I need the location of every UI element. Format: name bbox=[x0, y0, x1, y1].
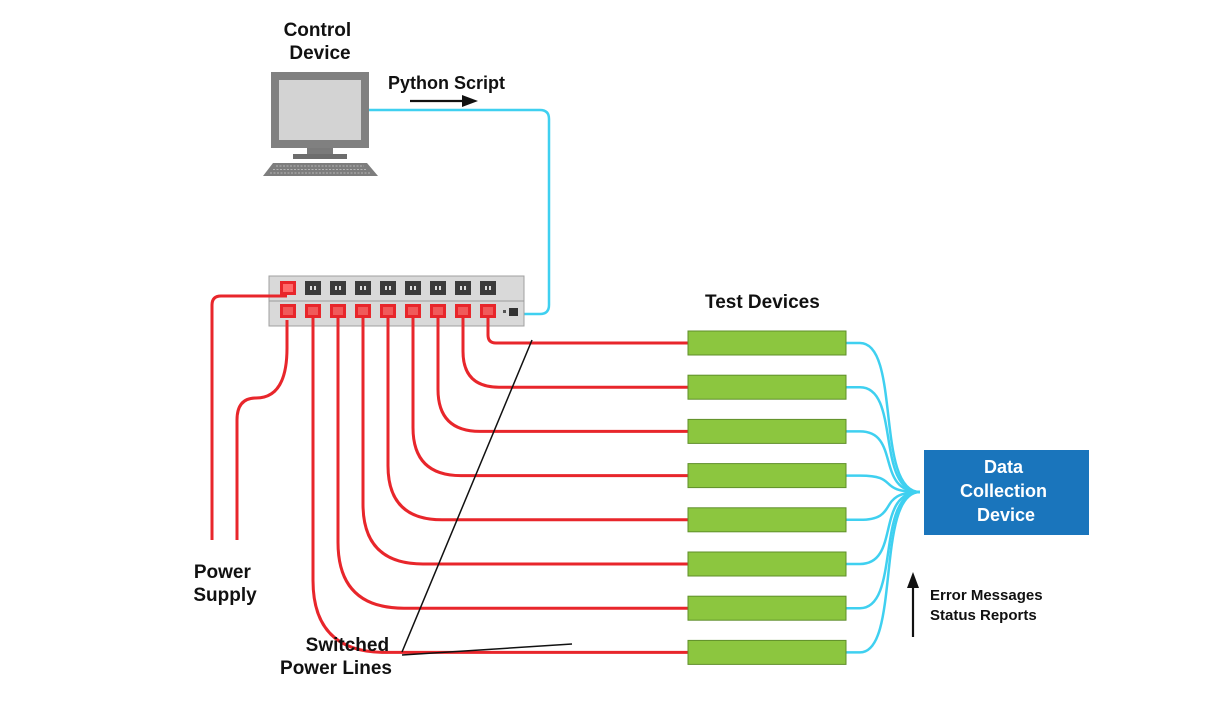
network-port bbox=[509, 308, 518, 316]
switched-power-lines bbox=[311, 318, 688, 654]
unswitched-outlet bbox=[380, 281, 396, 295]
switched-power-line bbox=[461, 318, 688, 389]
monitor-base bbox=[293, 154, 347, 159]
test-device-data-line bbox=[846, 490, 921, 610]
outlet-slot bbox=[460, 286, 462, 290]
error-messages-label: Error Messages bbox=[930, 587, 1043, 604]
control-device-label: Control Device bbox=[284, 20, 357, 64]
test-device-data-line bbox=[846, 490, 921, 654]
python-script-label: Python Script bbox=[388, 73, 505, 93]
test-device bbox=[687, 463, 847, 489]
power-supply-label: Power Supply bbox=[193, 562, 257, 606]
outlet-slot bbox=[314, 286, 316, 290]
unswitched-outlet bbox=[430, 281, 446, 295]
test-device bbox=[687, 330, 847, 356]
plug-face bbox=[333, 307, 343, 315]
outlet-slot bbox=[439, 286, 441, 290]
plug-face bbox=[483, 307, 493, 315]
unswitched-outlet bbox=[330, 281, 346, 295]
network-port-led bbox=[503, 310, 506, 313]
outlet-slot bbox=[414, 286, 416, 290]
outlet-slot bbox=[335, 286, 337, 290]
outlet-slot bbox=[310, 286, 312, 290]
status-reports-label: Status Reports bbox=[930, 607, 1037, 624]
outlet-slot bbox=[410, 286, 412, 290]
plug-face bbox=[408, 307, 418, 315]
unswitched-outlet bbox=[405, 281, 421, 295]
test-device bbox=[687, 595, 847, 621]
power-strip-outlets bbox=[280, 281, 496, 318]
test-device bbox=[687, 639, 847, 665]
switched-power-line bbox=[386, 318, 688, 522]
switched-power-lines-label: Switched Power Lines bbox=[280, 635, 394, 679]
test-device-data-line bbox=[846, 490, 921, 566]
keyboard-keys bbox=[270, 165, 370, 174]
monitor-stand bbox=[307, 148, 333, 154]
test-device-data-line bbox=[846, 385, 921, 494]
outlet-slot bbox=[339, 286, 341, 290]
switched-power-line bbox=[361, 318, 688, 566]
outlet-slot bbox=[364, 286, 366, 290]
plug-face bbox=[358, 307, 368, 315]
switched-power-line bbox=[336, 318, 688, 610]
leader-line-bottom bbox=[401, 643, 573, 656]
switched-power-line bbox=[436, 318, 688, 433]
power-supply-cable-out bbox=[235, 320, 289, 540]
test-device bbox=[687, 418, 847, 444]
plug-face bbox=[308, 307, 318, 315]
outlet-slot bbox=[464, 286, 466, 290]
unswitched-outlet bbox=[305, 281, 321, 295]
leader-line-top bbox=[401, 339, 533, 653]
plug-face bbox=[433, 307, 443, 315]
test-device-data-line bbox=[846, 430, 921, 494]
test-device-data-line bbox=[846, 341, 921, 494]
python-script-arrow bbox=[410, 95, 478, 107]
switched-power-line bbox=[311, 318, 688, 654]
plug-face bbox=[383, 307, 393, 315]
unswitched-outlet bbox=[480, 281, 496, 295]
test-devices bbox=[687, 330, 847, 665]
test-device bbox=[687, 374, 847, 400]
test-device-data-line bbox=[846, 490, 921, 522]
test-device bbox=[687, 551, 847, 577]
test-device bbox=[687, 507, 847, 533]
test-devices-label: Test Devices bbox=[705, 292, 820, 313]
outlet-slot bbox=[435, 286, 437, 290]
power-supply-cable-in bbox=[210, 294, 287, 540]
outlet-slot bbox=[489, 286, 491, 290]
inlet-highlight bbox=[283, 284, 293, 292]
control-data-cable bbox=[369, 108, 551, 316]
outlet-slot bbox=[485, 286, 487, 290]
unswitched-outlet bbox=[355, 281, 371, 295]
control-device-computer bbox=[263, 72, 378, 176]
outlet-slot bbox=[360, 286, 362, 290]
switched-power-line bbox=[486, 318, 688, 345]
unswitched-outlet bbox=[455, 281, 471, 295]
test-device-data-line bbox=[846, 474, 921, 494]
switched-power-line bbox=[411, 318, 688, 478]
data-collection-device-label: Data Collection Device bbox=[960, 457, 1052, 525]
power-strip bbox=[268, 275, 525, 327]
status-arrow bbox=[907, 572, 919, 637]
plug-face bbox=[283, 307, 293, 315]
test-device-data-lines bbox=[846, 341, 921, 654]
outlet-slot bbox=[385, 286, 387, 290]
plug-face bbox=[458, 307, 468, 315]
outlet-slot bbox=[389, 286, 391, 290]
monitor-screen bbox=[279, 80, 361, 140]
data-collection-device-box bbox=[924, 450, 1089, 535]
